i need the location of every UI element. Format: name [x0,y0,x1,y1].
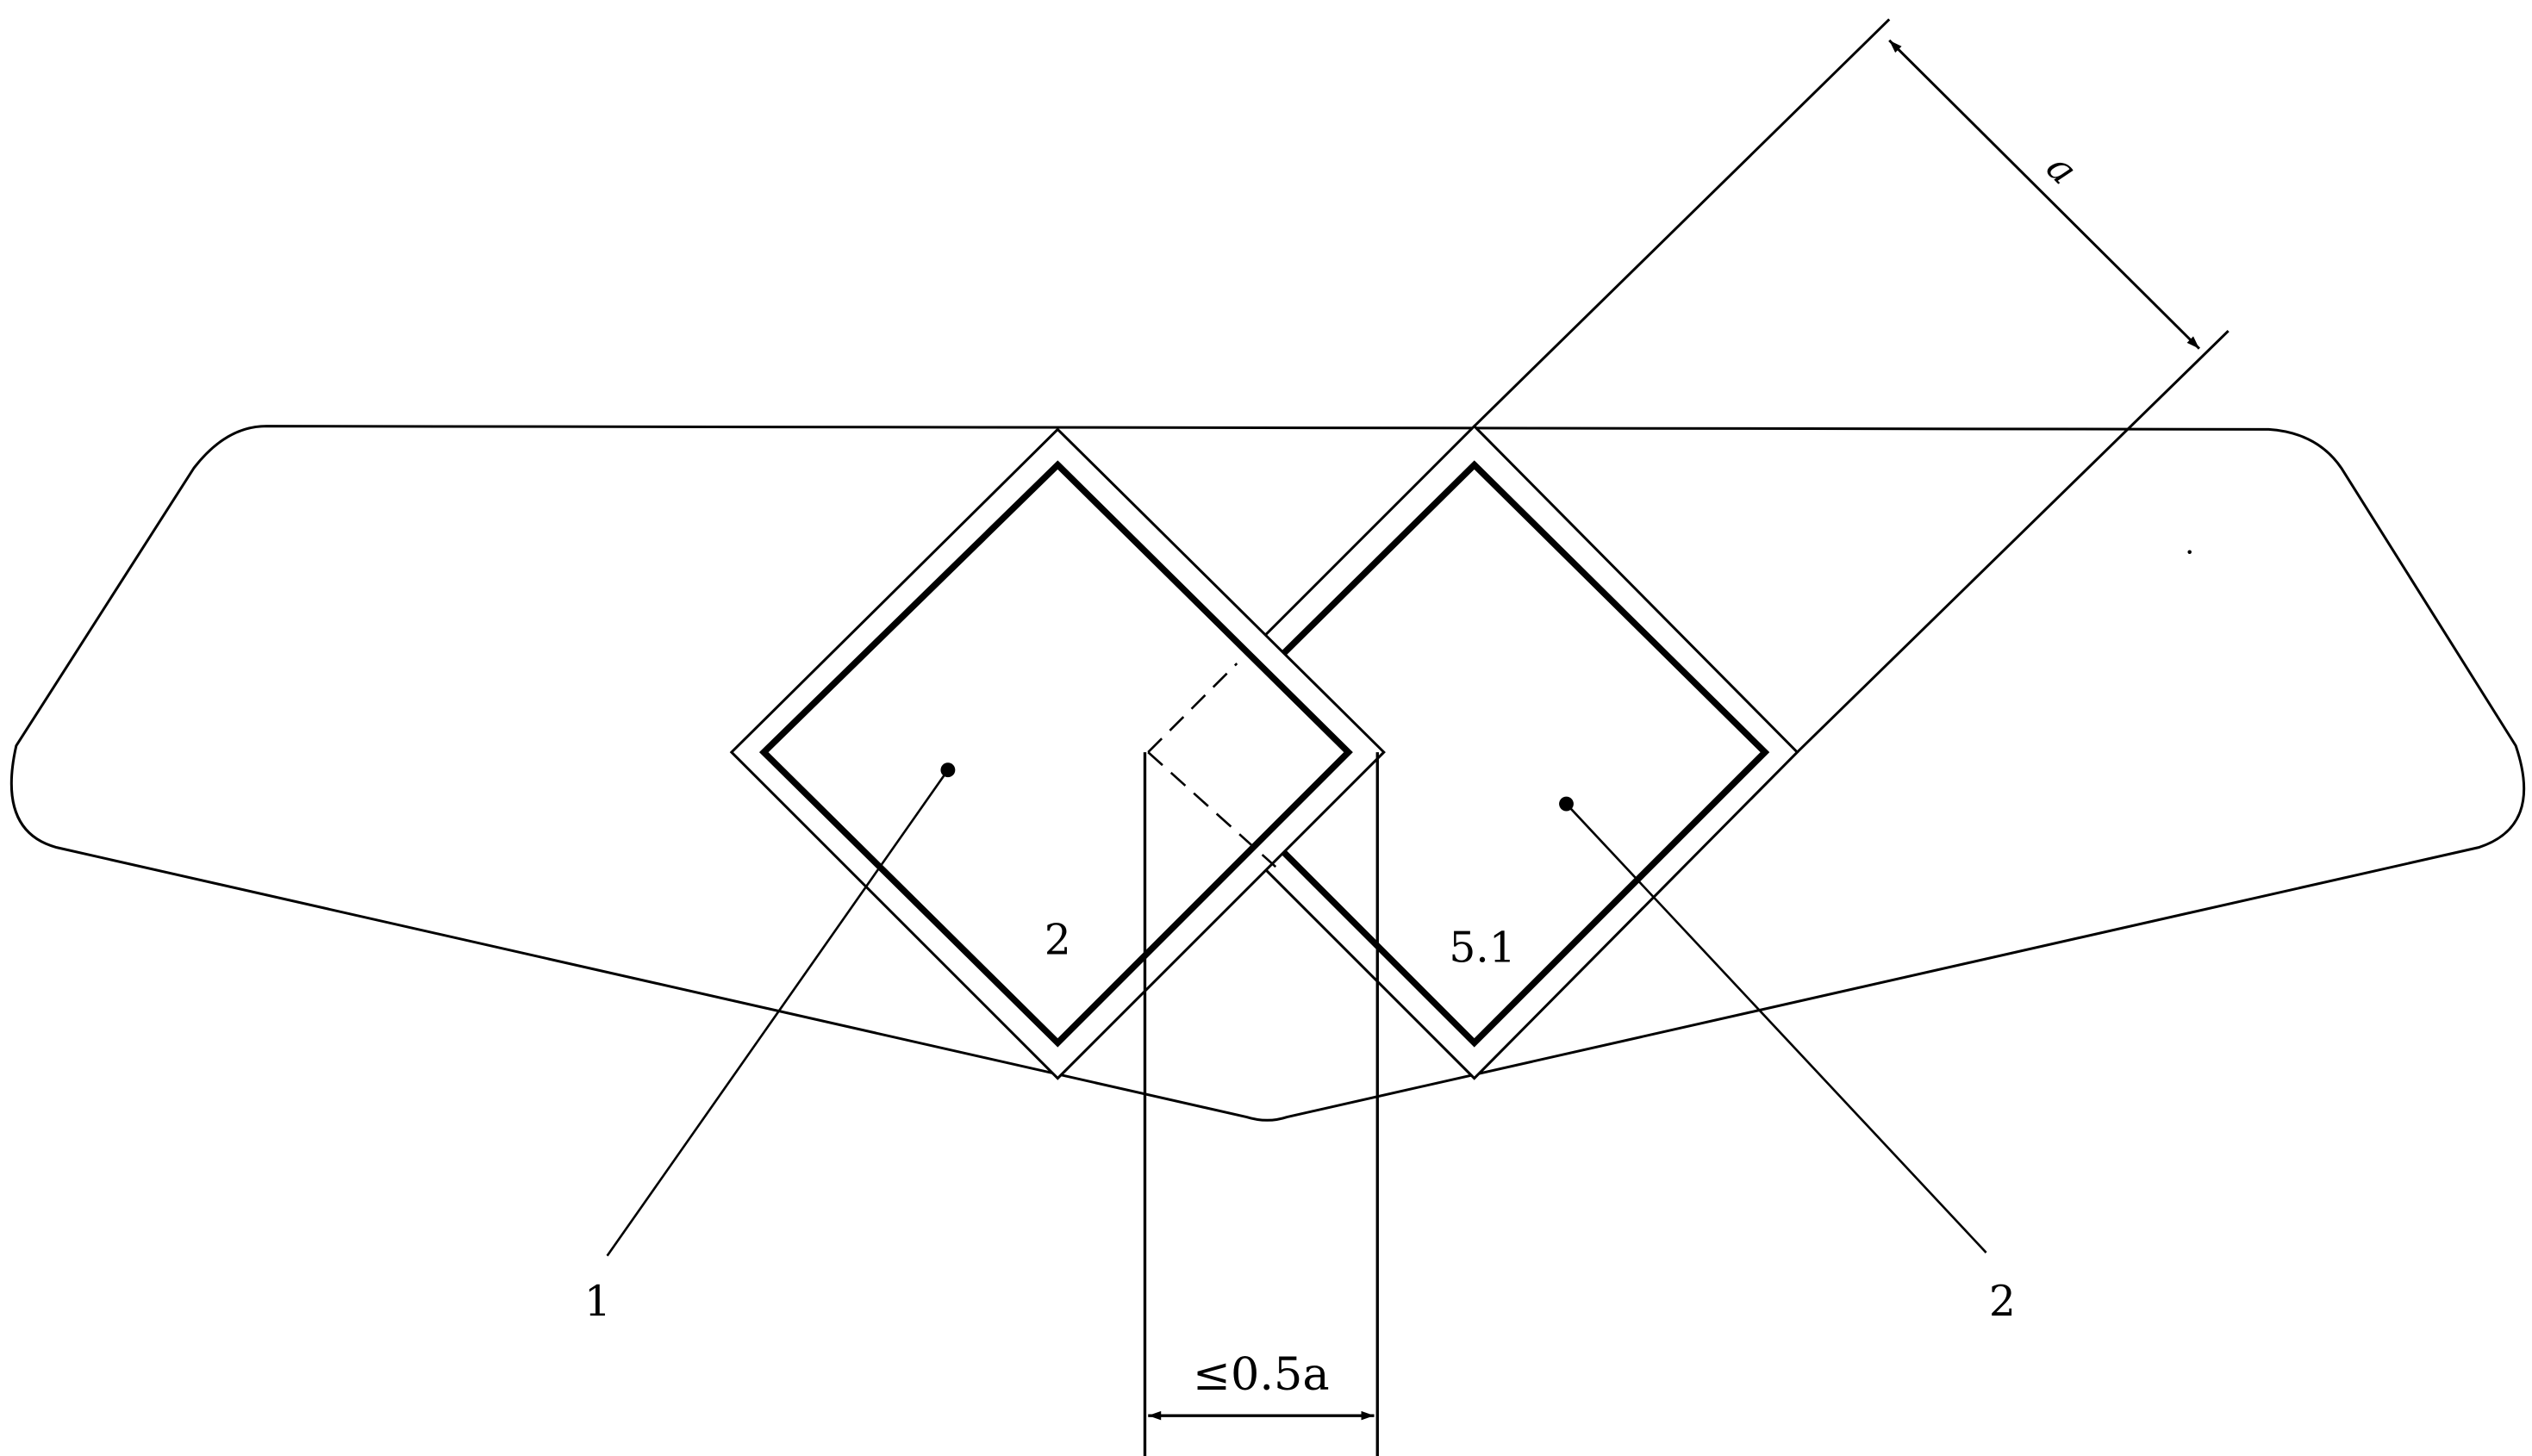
callout-1-label: 1 [584,1278,611,1326]
placard-left [729,427,1386,1080]
vehicle-outline [9,425,2526,1122]
dimension-spacing-label: ≤0.5a [1193,1348,1330,1401]
extension-line-a-top [1473,18,1891,427]
callout-2-leader [1565,803,1987,1254]
callout-2-label: 2 [1989,1278,2016,1326]
hidden-edge-upper [1147,663,1238,754]
panel-right-number: 5.1 [1449,924,1515,973]
extension-line-a-bottom [1796,330,2230,754]
panel-left-number: 2 [1045,916,1071,964]
callout-1-leader [606,768,949,1257]
speck [2187,550,2192,555]
dimension-line-a [1888,39,2201,350]
dimension-a-label: a [2037,145,2086,193]
